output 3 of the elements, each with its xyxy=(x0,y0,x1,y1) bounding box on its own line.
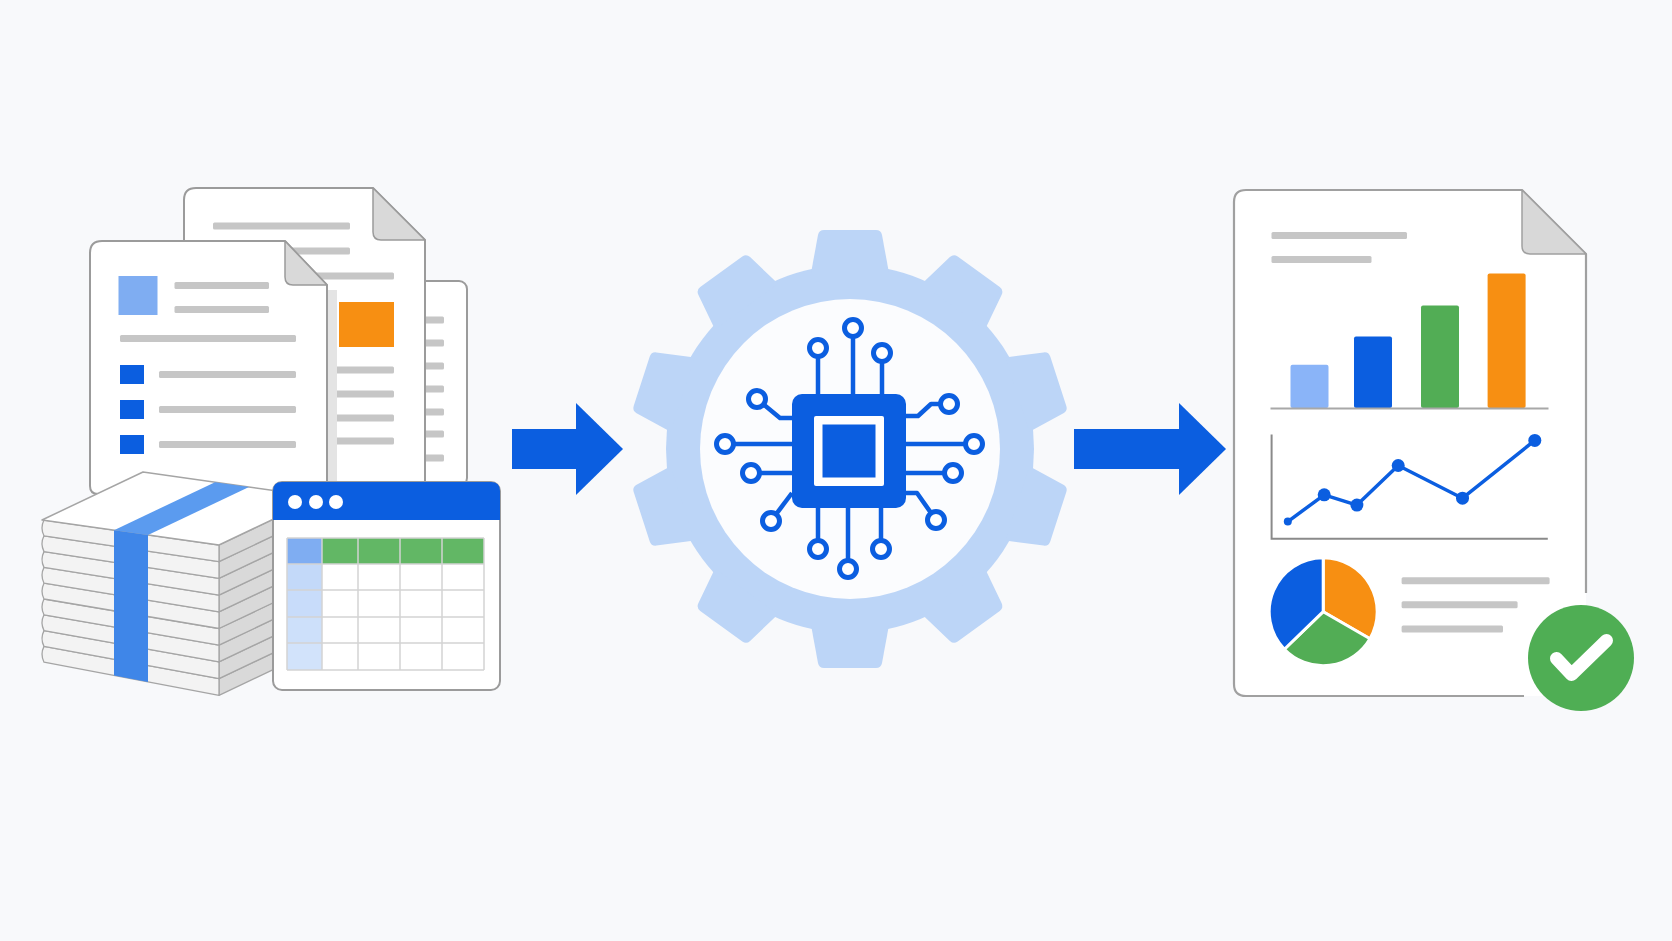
arrow xyxy=(512,403,623,495)
arrow xyxy=(1074,403,1226,495)
documents-illustration xyxy=(38,185,503,697)
